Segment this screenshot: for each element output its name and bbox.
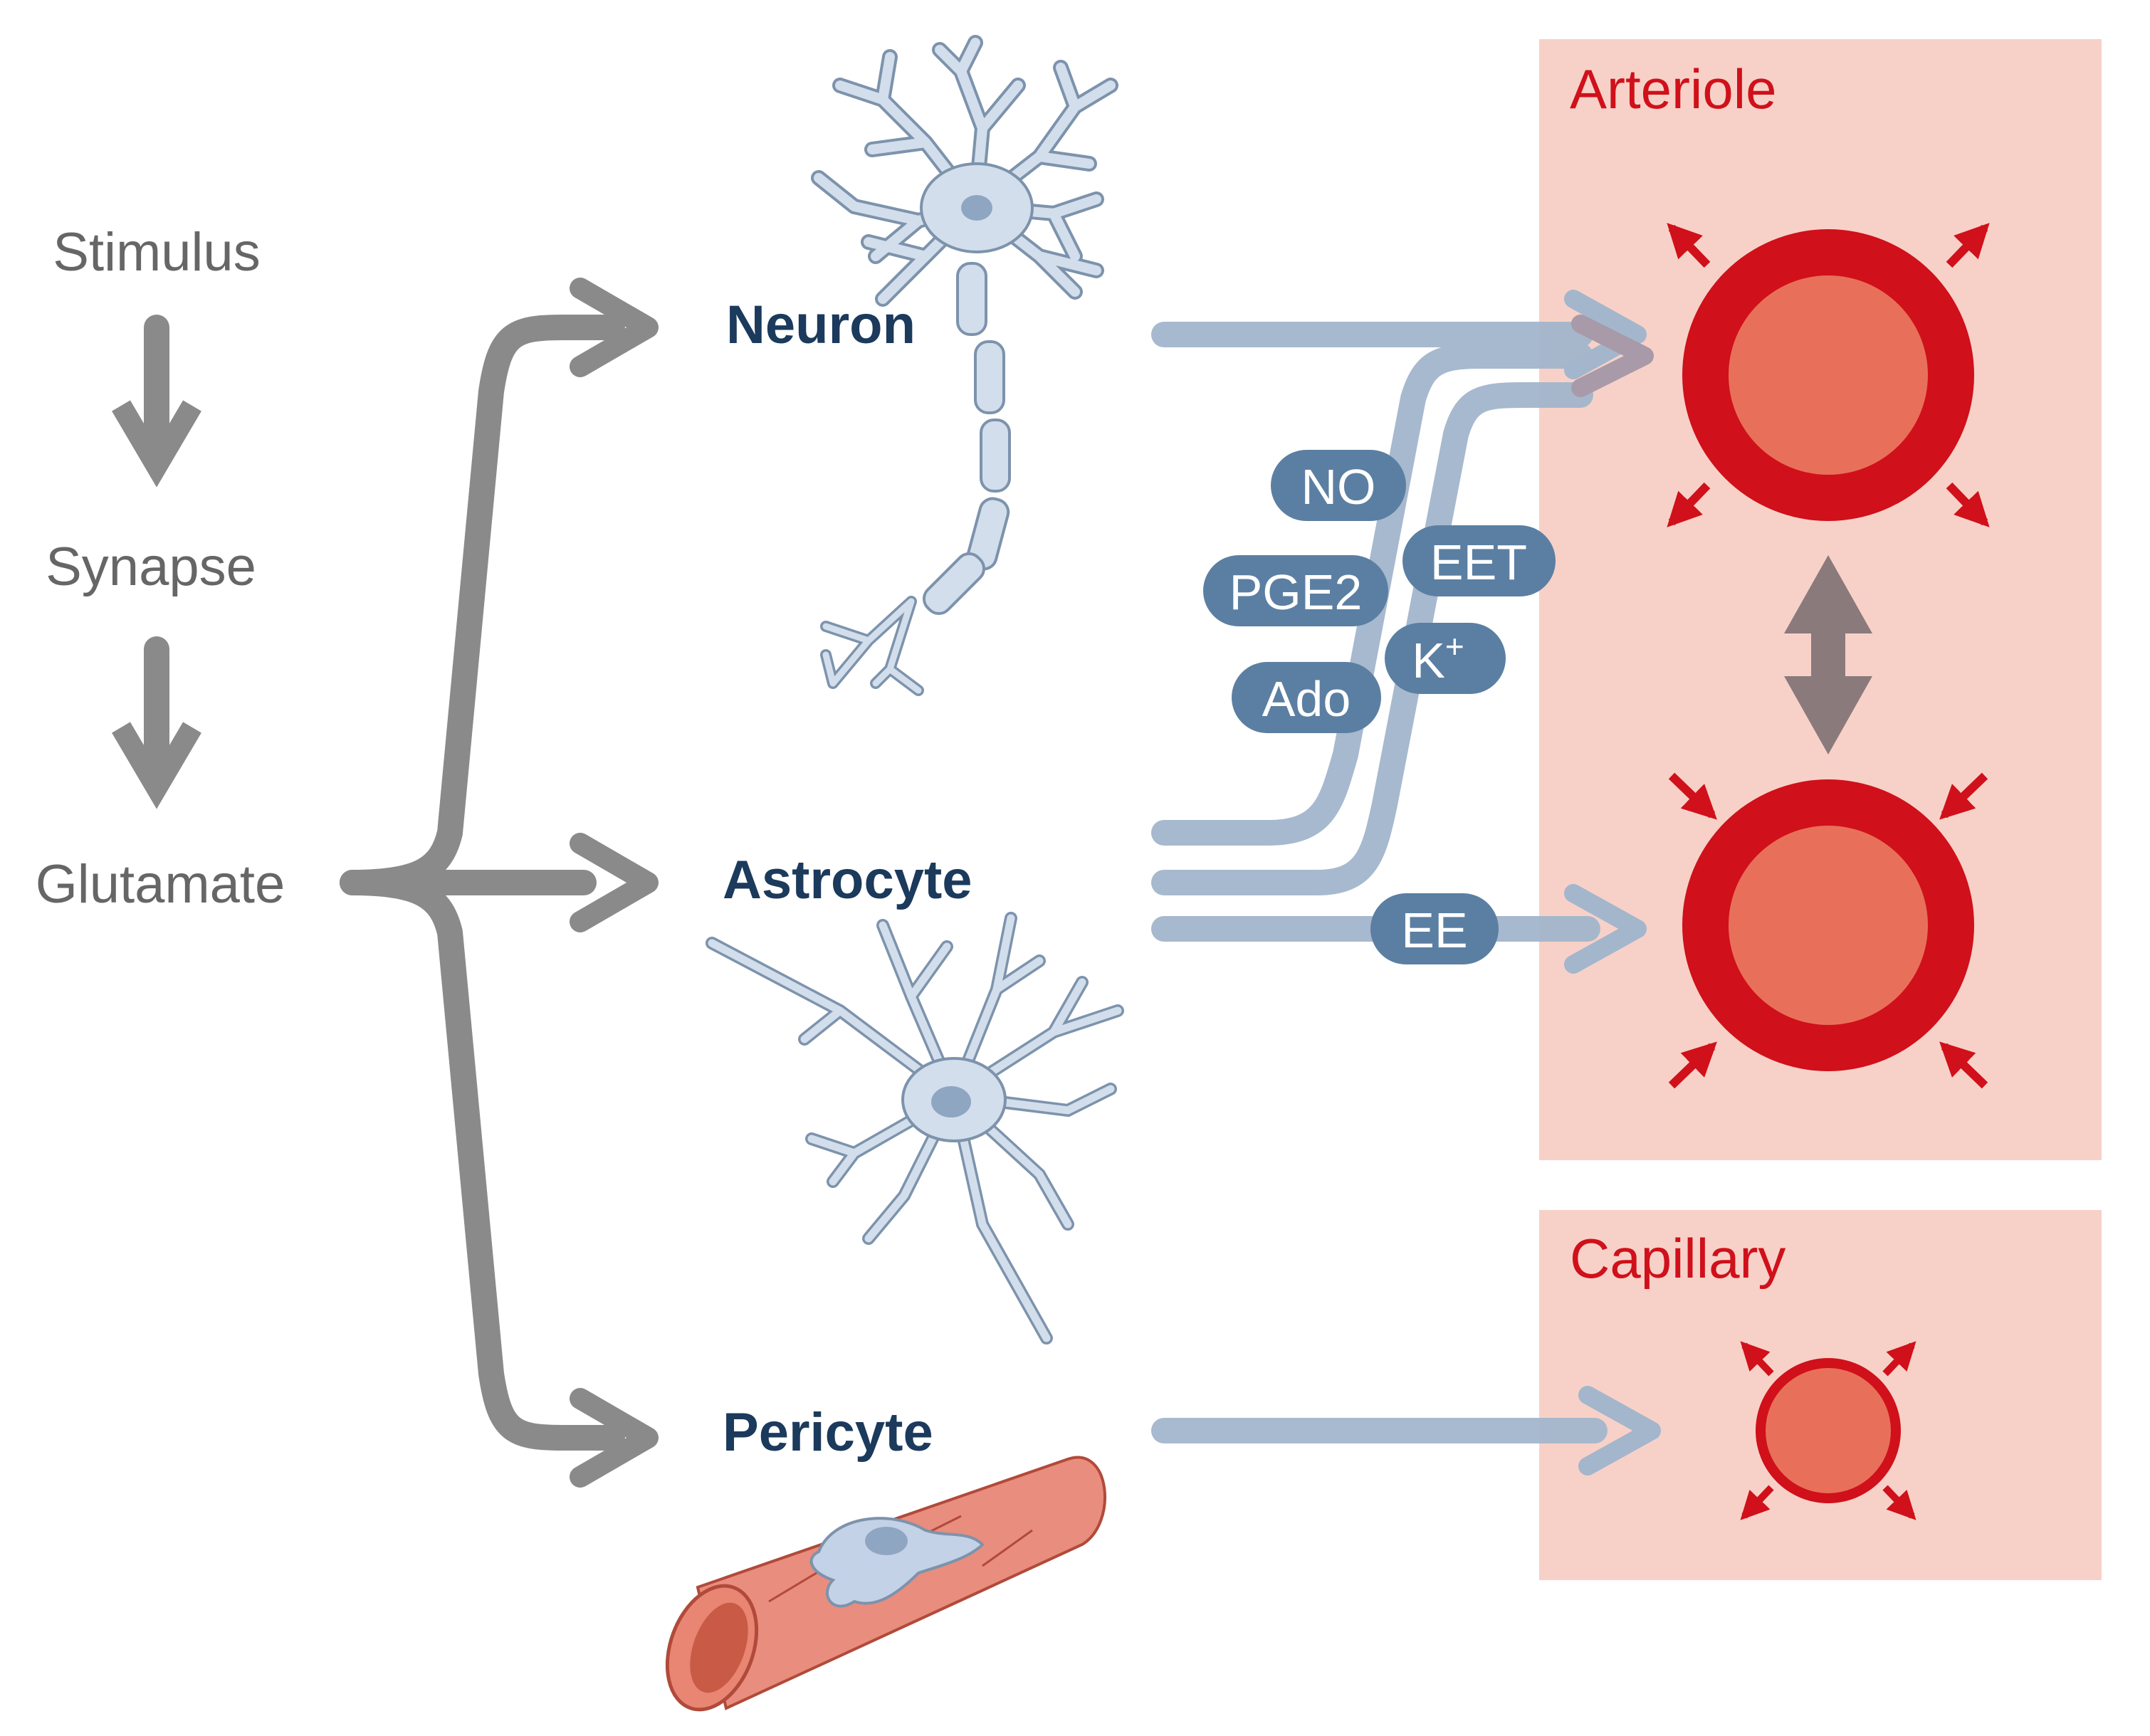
pill-eet <box>1402 525 1556 596</box>
pill-ado <box>1232 662 1381 733</box>
pill-eet-text: EET <box>1430 535 1527 590</box>
pill-k <box>1385 623 1506 694</box>
down-arrow-2 <box>112 636 201 809</box>
neuron-illustration <box>811 35 1118 696</box>
astrocyte-illustration <box>706 912 1124 1345</box>
pill-k-text: K+ <box>1412 628 1464 688</box>
capillary-vessel <box>1740 1341 1916 1520</box>
double-arrow <box>1784 555 1872 754</box>
pill-k-symbol: K <box>1412 633 1445 688</box>
pill-k-superscript: + <box>1445 628 1464 665</box>
step-glutamate: Glutamate <box>36 854 285 915</box>
arteriole-constricted <box>1668 772 1988 1089</box>
arteriole-title: Arteriole <box>1570 58 1776 120</box>
signal-arrowheads <box>1564 290 1661 1475</box>
pill-no-text: NO <box>1301 459 1376 515</box>
step-synapse: Synapse <box>46 537 256 597</box>
mediator-pills: NO PGE2 Ado EET K+ EE <box>1203 450 1556 964</box>
arteriole-dilated <box>1667 223 1990 527</box>
down-arrow-1 <box>112 315 201 488</box>
pill-no <box>1271 450 1406 521</box>
pill-ee <box>1370 893 1499 964</box>
branch-arrows <box>340 278 659 1488</box>
pill-pge2-text: PGE2 <box>1229 564 1363 620</box>
signal-paths <box>1151 322 1608 1443</box>
step-stimulus: Stimulus <box>53 222 260 283</box>
pill-ado-text: Ado <box>1262 671 1351 727</box>
label-astrocyte: Astrocyte <box>723 850 972 910</box>
pill-ee-text: EE <box>1401 903 1467 958</box>
capillary-title: Capillary <box>1570 1227 1785 1290</box>
label-pericyte: Pericyte <box>723 1402 933 1463</box>
pill-pge2 <box>1203 555 1388 626</box>
pericyte-illustration <box>665 1456 1107 1712</box>
